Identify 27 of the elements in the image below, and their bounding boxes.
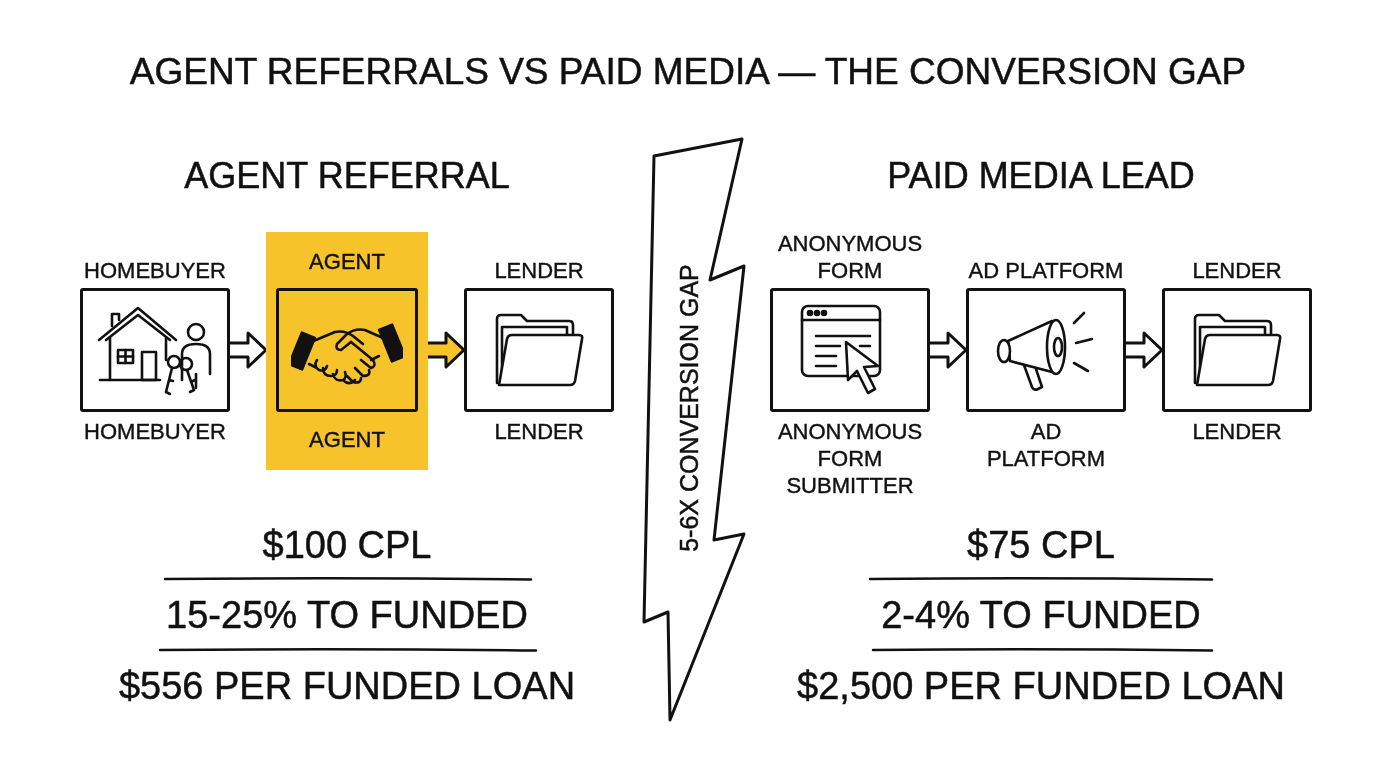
node-caption: HOMEBUYER	[84, 418, 226, 445]
metric-text: $2,500 PER FUNDED LOAN	[797, 666, 1285, 708]
section-heading: PAID MEDIA LEAD	[887, 156, 1195, 196]
node-label: AD PLATFORM	[968, 257, 1124, 284]
section-heading: AGENT REFERRAL	[184, 156, 510, 196]
node-caption: LENDER	[1192, 418, 1282, 445]
block-arrow	[228, 331, 268, 369]
metric-text: $556 PER FUNDED LOAN	[118, 666, 576, 708]
node-label: HOMEBUYER	[84, 257, 226, 284]
node-label: AGENT	[309, 248, 385, 275]
bolt-label: 5-6X CONVERSION GAP	[676, 264, 704, 552]
highlight-band	[266, 232, 428, 470]
block-arrow	[1124, 331, 1164, 369]
node-caption: AD PLATFORM	[985, 418, 1107, 472]
node-label: LENDER	[494, 257, 584, 284]
metric-text: $75 CPL	[967, 525, 1115, 567]
node-label: ANONYMOUS FORM	[776, 230, 924, 284]
metric-text: 15-25% TO FUNDED	[166, 595, 528, 637]
block-arrow	[928, 331, 968, 369]
node-caption: LENDER	[494, 418, 584, 445]
title: AGENT REFERRALS VS PAID MEDIA — THE CONVERSION GAP	[129, 51, 1247, 93]
metric-text: 2-4% TO FUNDED	[881, 595, 1201, 637]
node-label: LENDER	[1192, 257, 1282, 284]
node-caption: ANONYMOUS FORM SUBMITTER	[776, 418, 924, 499]
block-arrow	[426, 331, 466, 369]
metric-text: $100 CPL	[262, 525, 432, 567]
node-label: AGENT	[309, 426, 385, 453]
